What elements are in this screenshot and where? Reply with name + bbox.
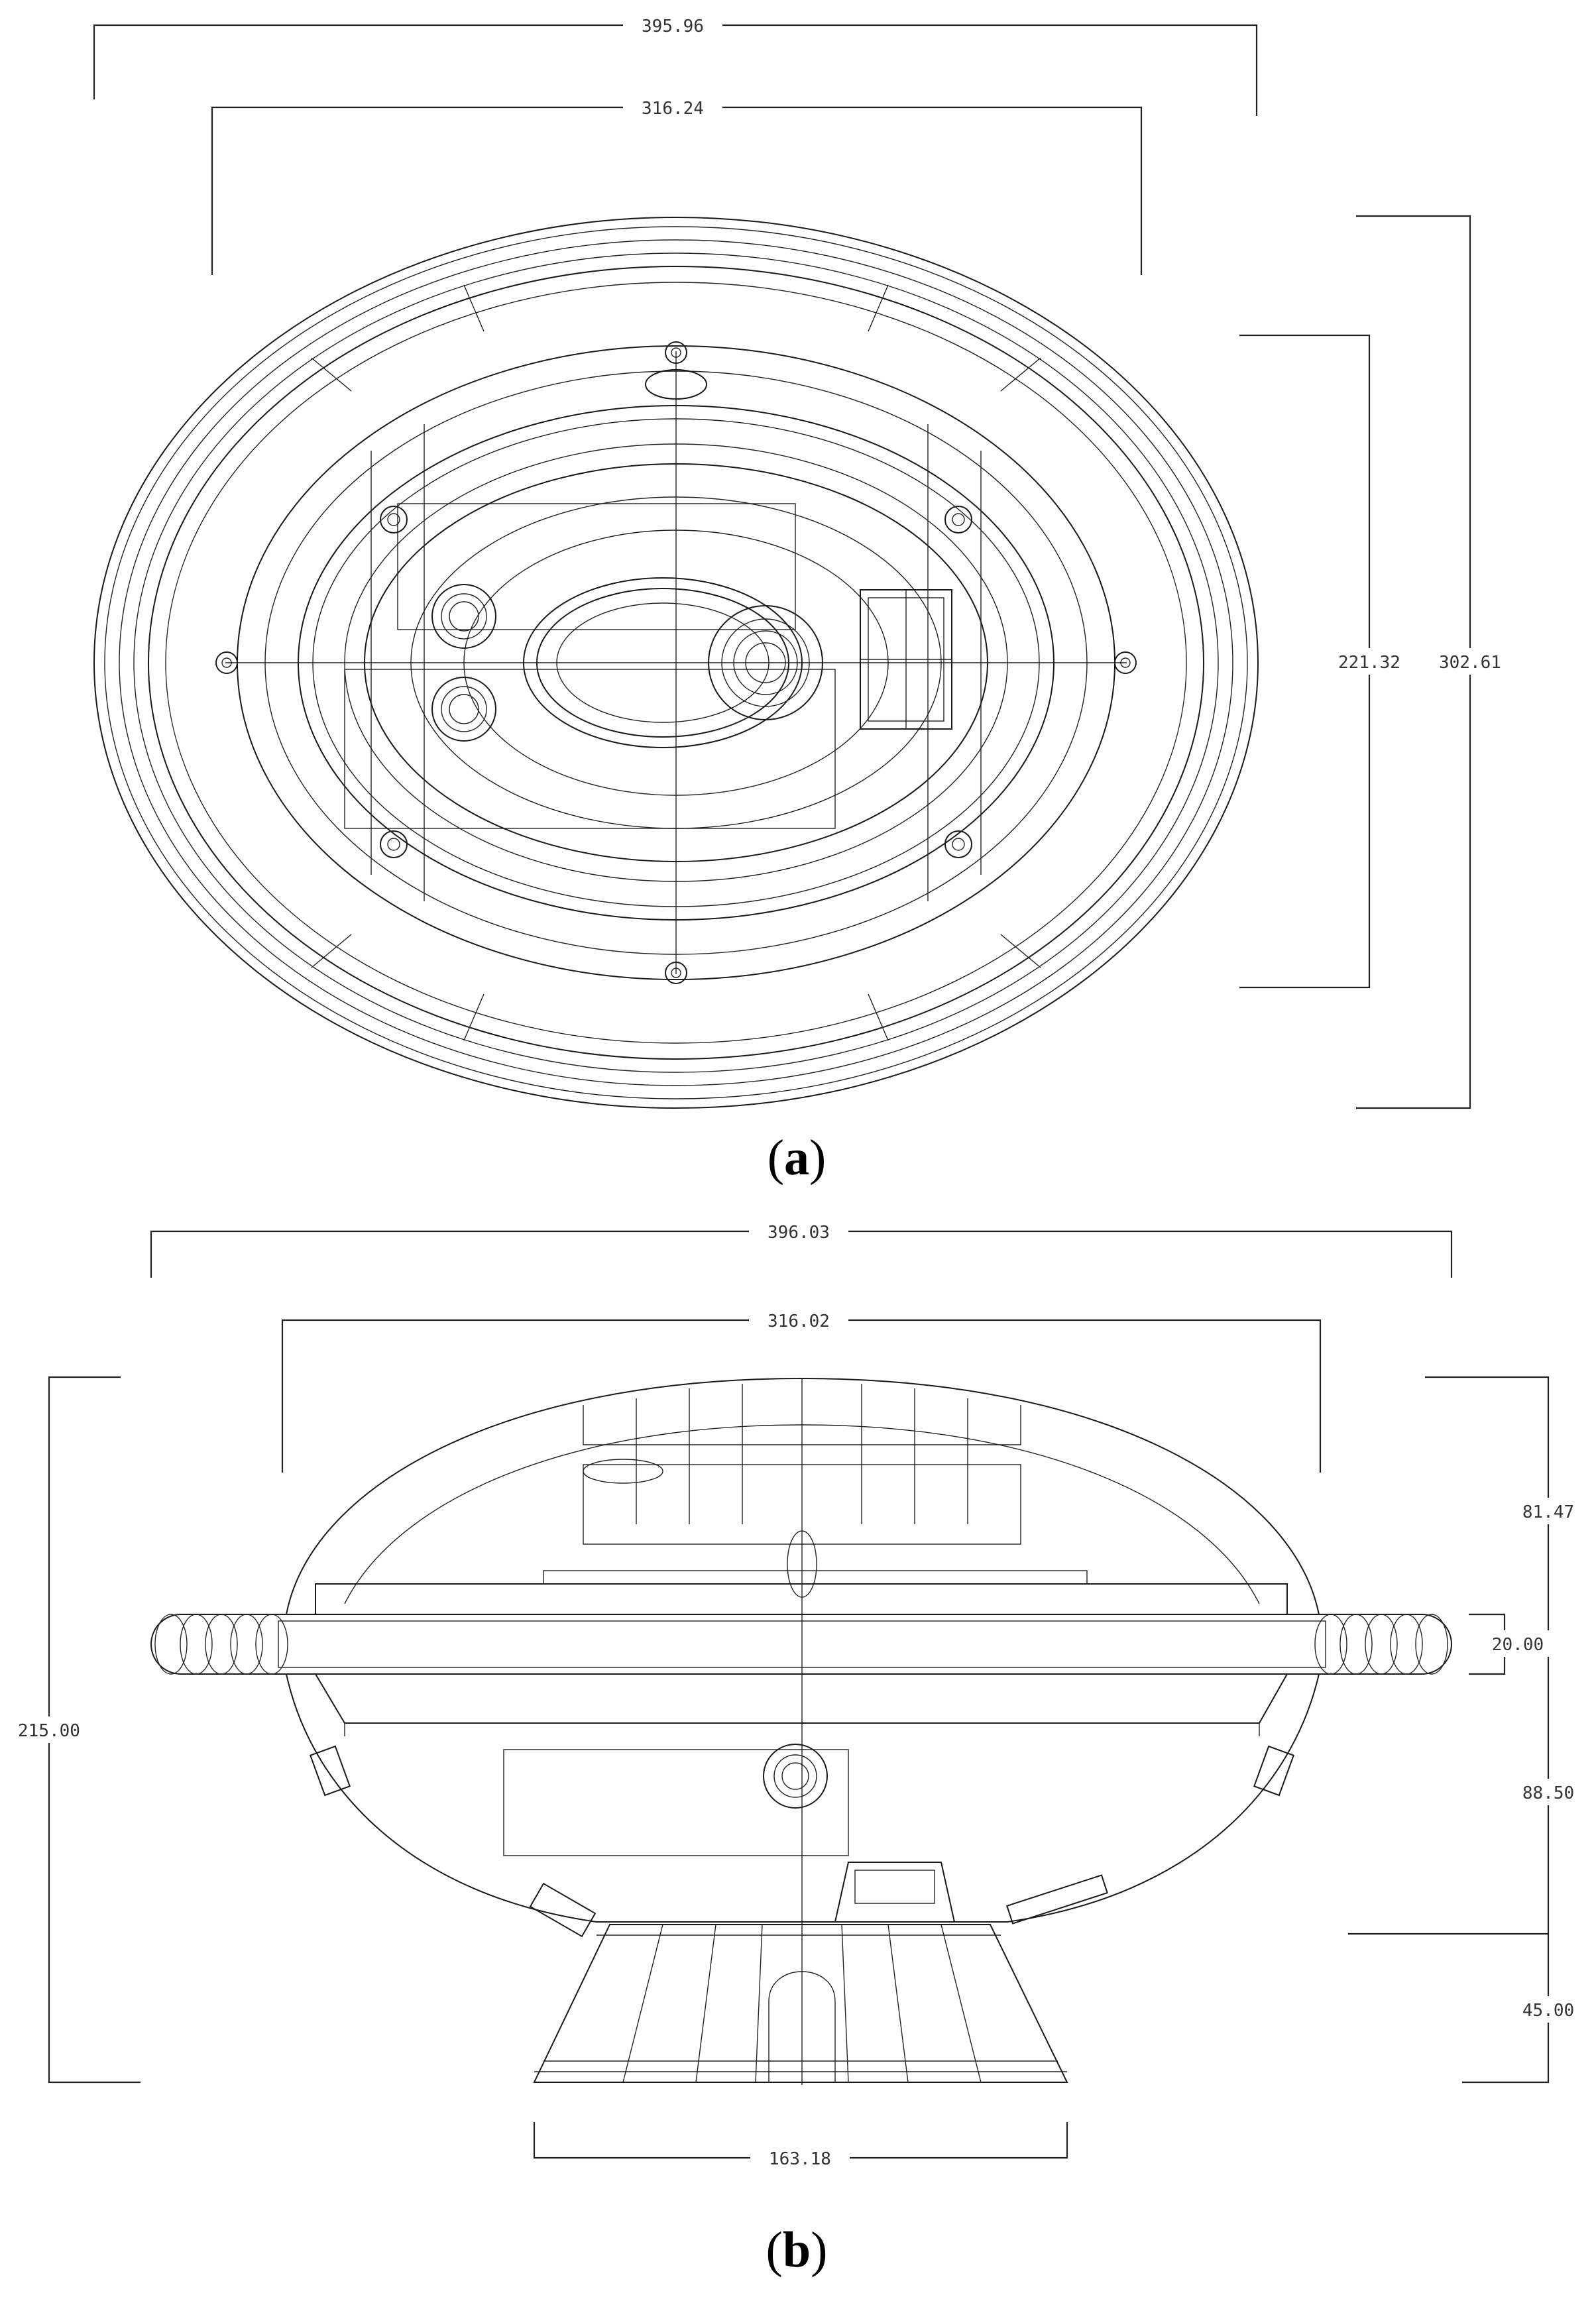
rim-spokes xyxy=(311,284,1041,1041)
dimension-label-overall-height: 302.61 xyxy=(1439,653,1501,673)
dimension-label-base-height: 45.00 xyxy=(1522,2001,1574,2021)
dimension-overall-width-b: 396.03 xyxy=(150,1218,1453,1278)
internal-frame xyxy=(344,424,982,901)
dimension-inner-height-a: 221.32 xyxy=(1239,334,1406,989)
dimension-label-total-height: 215.00 xyxy=(18,1721,80,1741)
dimension-label-overall-width: 395.96 xyxy=(642,17,704,36)
body-outline-b xyxy=(286,1377,1320,1923)
left-ports xyxy=(431,584,496,742)
center-axis-b xyxy=(787,1378,817,2085)
rim-tube-b xyxy=(150,1570,1452,1736)
dimension-label-body-width: 316.02 xyxy=(768,1312,830,1331)
right-connector xyxy=(860,589,952,730)
dimension-label-base-width: 163.18 xyxy=(769,2149,831,2169)
tube-rings-left xyxy=(154,1614,288,1675)
panel-a-top-view: 395.96 316.24 221.32 302.61 xyxy=(93,12,1509,1109)
panel-b-side-view: 396.03 316.02 215.00 81.47 88.50 45.00 xyxy=(8,1218,1588,2171)
dimension-base-width-b: 163.18 xyxy=(533,2122,1068,2171)
base-pedestal xyxy=(533,1924,1068,2083)
screw-holes-a xyxy=(215,341,1137,984)
caption-a: (a) xyxy=(768,1130,826,1186)
dimension-inner-width-a: 316.24 xyxy=(211,94,1143,275)
caption-a-letter: a xyxy=(784,1130,809,1186)
dimension-label-inner-width: 316.24 xyxy=(642,99,704,119)
tube-rings-right xyxy=(1314,1614,1448,1675)
dimension-rim-thickness-b: 20.00 xyxy=(1469,1613,1552,1675)
caption-b-letter: b xyxy=(783,2222,811,2278)
outer-rim xyxy=(93,217,1259,1109)
dimension-total-height-b: 215.00 xyxy=(8,1376,141,2084)
dimension-overall-width-a: 395.96 xyxy=(93,12,1258,116)
dimension-label-top-height: 81.47 xyxy=(1522,1502,1574,1522)
svg-text:(b): (b) xyxy=(766,2222,828,2278)
dimension-label-overall-width-b: 396.03 xyxy=(768,1223,830,1243)
caption-b: (b) xyxy=(766,2222,828,2278)
lower-body-details xyxy=(309,1744,1295,1938)
dimension-stack-right-b: 81.47 88.50 45.00 xyxy=(1348,1376,1588,2084)
svg-text:(a): (a) xyxy=(768,1130,826,1186)
dimension-label-lower-height: 88.50 xyxy=(1522,1783,1574,1803)
dimension-label-inner-height: 221.32 xyxy=(1338,653,1400,673)
dimension-body-width-b: 316.02 xyxy=(281,1307,1322,1473)
dimension-label-rim-thickness: 20.00 xyxy=(1492,1635,1544,1655)
dimension-overall-height-a: 302.61 xyxy=(1356,215,1509,1109)
center-axes xyxy=(225,351,1127,974)
